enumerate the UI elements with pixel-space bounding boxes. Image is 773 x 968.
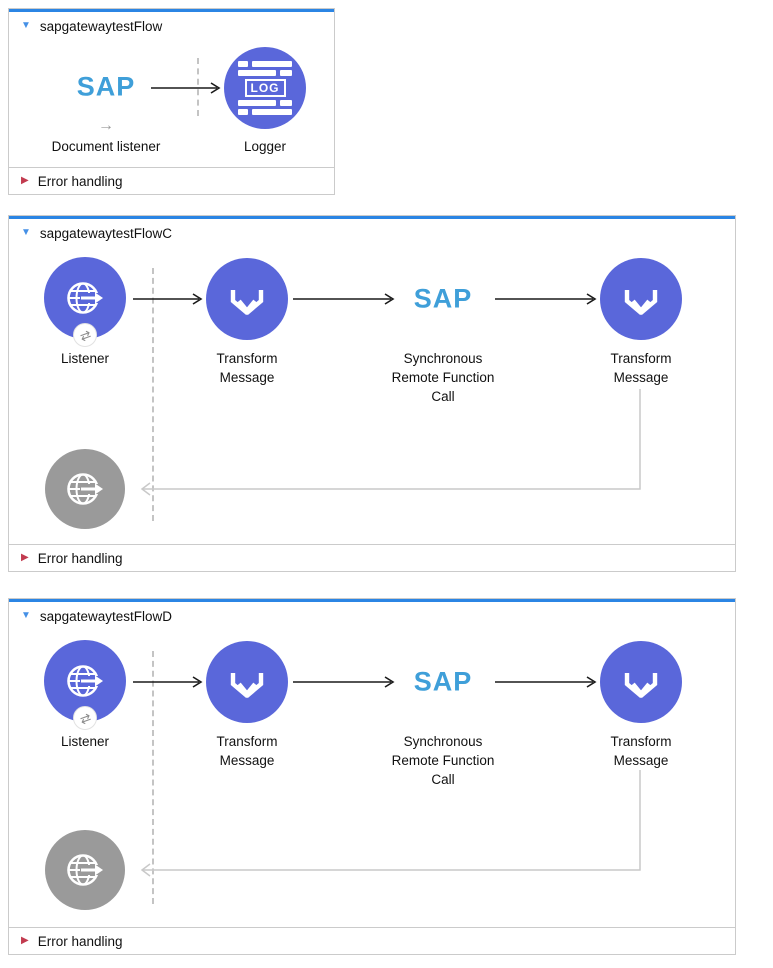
- node-label: Listener: [60, 734, 110, 749]
- flow-selected-bar: [9, 216, 735, 219]
- collapse-triangle-icon[interactable]: ▼: [21, 227, 31, 238]
- flow-arrow: [293, 293, 395, 305]
- flow-selected-bar: [9, 9, 334, 12]
- error-handling-strip[interactable]: ▶ Error handling: [9, 167, 334, 194]
- globe-arrow-icon: [67, 854, 104, 886]
- logger-node[interactable]: LOG: [224, 47, 306, 129]
- expand-triangle-icon[interactable]: ▶: [21, 935, 29, 946]
- source-separator-dashed-line: [152, 268, 154, 521]
- transform-message-node[interactable]: [600, 641, 682, 723]
- flow-title[interactable]: sapgatewaytestFlowD: [39, 608, 172, 624]
- http-response-node[interactable]: [45, 830, 125, 910]
- node-label: Transform Message: [216, 351, 278, 385]
- flow-arrow: [133, 676, 203, 688]
- source-separator-dashed-line: [197, 58, 199, 116]
- flow-container-sapgatewaytestflow[interactable]: ▼ sapgatewaytestFlow SAP → Document list…: [8, 8, 335, 195]
- flow-arrow: [133, 293, 203, 305]
- sap-rfc-node[interactable]: SAP: [413, 283, 473, 314]
- flow-header: ▼ sapgatewaytestFlowD: [9, 604, 735, 628]
- error-handling-label: Error handling: [37, 550, 123, 566]
- node-label: Synchronous Remote Function Call: [391, 351, 495, 404]
- transform-message-node[interactable]: [206, 641, 288, 723]
- globe-arrow-icon: [67, 282, 104, 314]
- node-label: Synchronous Remote Function Call: [391, 734, 495, 787]
- dataweave-icon: [230, 290, 264, 316]
- source-arrow-icon: →: [98, 117, 114, 134]
- logger-icon-text: LOG: [244, 79, 286, 97]
- error-handling-strip[interactable]: ▶ Error handling: [9, 927, 735, 954]
- flow-title[interactable]: sapgatewaytestFlow: [39, 18, 163, 34]
- flow-container-sapgatewaytestflowc[interactable]: ▼ sapgatewaytestFlowC ⇄ Listener Transfo…: [8, 215, 736, 572]
- transform-message-node[interactable]: [600, 258, 682, 340]
- globe-arrow-icon: [67, 665, 104, 697]
- flow-selected-bar: [9, 599, 735, 602]
- response-return-path: [140, 389, 641, 496]
- node-label: Logger: [243, 139, 287, 154]
- flow-title[interactable]: sapgatewaytestFlowC: [39, 225, 172, 241]
- transform-message-node[interactable]: [206, 258, 288, 340]
- dataweave-icon: [624, 290, 658, 316]
- logger-icon: LOG: [238, 61, 292, 115]
- collapse-triangle-icon[interactable]: ▼: [21, 20, 31, 31]
- node-label: Transform Message: [610, 351, 672, 385]
- flow-arrow: [495, 293, 597, 305]
- flow-arrow: [293, 676, 395, 688]
- dataweave-icon: [230, 673, 264, 699]
- flow-container-sapgatewaytestflowd[interactable]: ▼ sapgatewaytestFlowD ⇄ Listener Transfo…: [8, 598, 736, 955]
- exchange-arrows-icon: ⇄: [77, 326, 93, 344]
- dataweave-icon: [624, 673, 658, 699]
- redelivery-badge: ⇄: [73, 323, 97, 347]
- globe-arrow-icon: [67, 473, 104, 505]
- node-label: Transform Message: [216, 734, 278, 768]
- flow-arrow: [151, 82, 221, 94]
- error-handling-label: Error handling: [37, 933, 123, 949]
- http-listener-node[interactable]: [44, 640, 126, 722]
- sap-connector-node[interactable]: SAP: [76, 71, 136, 102]
- source-separator-dashed-line: [152, 651, 154, 904]
- flow-arrow: [495, 676, 597, 688]
- expand-triangle-icon[interactable]: ▶: [21, 175, 29, 186]
- node-label: Listener: [60, 351, 110, 366]
- sap-rfc-node[interactable]: SAP: [413, 666, 473, 697]
- expand-triangle-icon[interactable]: ▶: [21, 552, 29, 563]
- flow-header: ▼ sapgatewaytestFlow: [9, 14, 334, 38]
- collapse-triangle-icon[interactable]: ▼: [21, 610, 31, 621]
- flow-header: ▼ sapgatewaytestFlowC: [9, 221, 735, 245]
- node-label: Transform Message: [610, 734, 672, 768]
- exchange-arrows-icon: ⇄: [77, 709, 93, 727]
- node-label: Document listener: [51, 139, 161, 154]
- error-handling-label: Error handling: [37, 173, 123, 189]
- redelivery-badge: ⇄: [73, 706, 97, 730]
- response-return-path: [140, 770, 641, 877]
- error-handling-strip[interactable]: ▶ Error handling: [9, 544, 735, 571]
- http-response-node[interactable]: [45, 449, 125, 529]
